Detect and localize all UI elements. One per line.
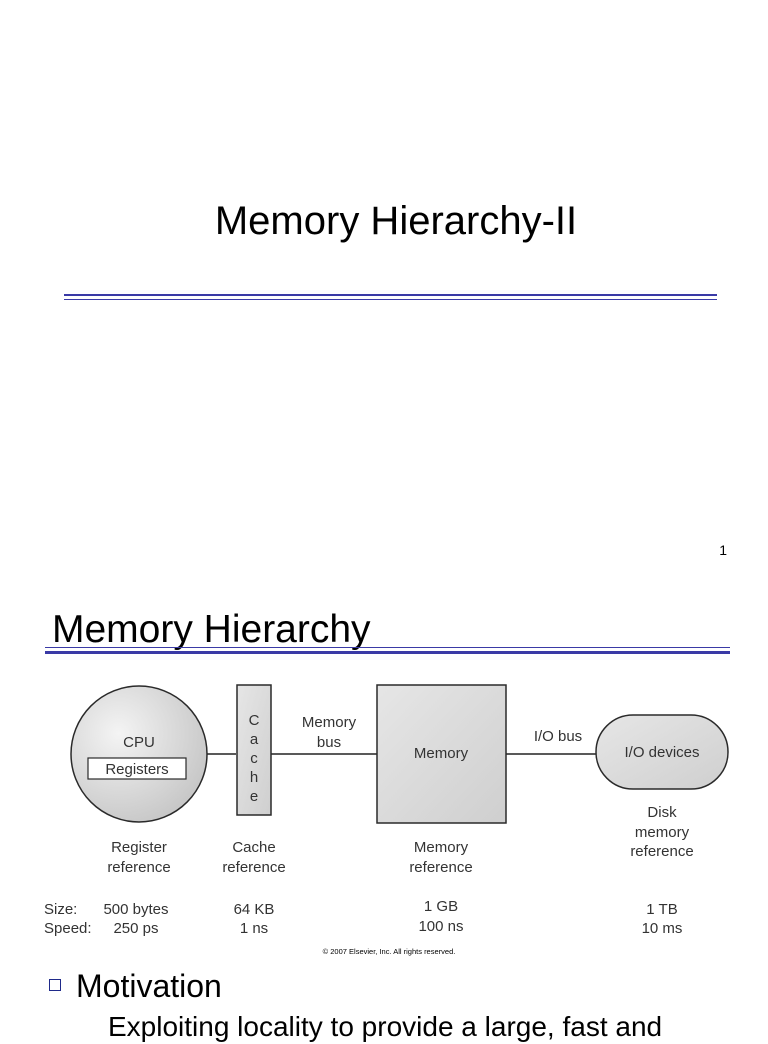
disk-reference-label: reference <box>630 843 693 860</box>
cache-letter: a <box>250 731 259 748</box>
page-number: 1 <box>719 542 727 558</box>
slide2-rule-thin <box>45 647 730 648</box>
speed-label: Speed: <box>44 920 92 937</box>
slide2-title: Memory Hierarchy <box>52 608 371 651</box>
cpu-circle <box>70 685 208 823</box>
cache-reference-label: reference <box>222 859 285 876</box>
slide2-rule-thick <box>45 651 730 654</box>
io-devices-box <box>595 714 729 790</box>
sub-bullet-text: Exploiting locality to provide a large, … <box>108 1011 663 1042</box>
memory-speed: 100 ns <box>418 918 463 935</box>
cache-speed: 1 ns <box>240 920 268 937</box>
registers-box <box>87 757 187 780</box>
title-rule-bottom <box>64 299 717 300</box>
memory-reference-label: reference <box>409 859 472 876</box>
cpu-label: CPU <box>123 734 155 751</box>
memory-bus-label: Memory <box>302 714 357 731</box>
memory-size: 1 GB <box>424 898 458 915</box>
disk-reference-label: memory <box>635 824 690 841</box>
bullet-square-icon <box>49 979 61 991</box>
copyright-note: © 2007 Elsevier, Inc. All rights reserve… <box>323 947 456 956</box>
memory-reference-label: Memory <box>414 839 469 856</box>
cache-letter: C <box>249 712 260 729</box>
bullet-motivation: Motivation <box>76 968 222 1004</box>
cache-letter: h <box>250 769 258 786</box>
memory-bus-label: bus <box>317 734 341 751</box>
slide1-title: Memory Hierarchy-II <box>214 199 578 243</box>
io-bus-label: I/O bus <box>534 728 582 745</box>
title-rule-top <box>64 294 717 296</box>
register-size: 500 bytes <box>103 901 168 918</box>
io-devices-label: I/O devices <box>624 744 699 761</box>
register-reference-label: Register <box>111 839 167 856</box>
cache-box <box>236 684 272 816</box>
register-speed: 250 ps <box>113 920 158 937</box>
memory-box <box>376 684 507 824</box>
disk-speed: 10 ms <box>642 920 683 937</box>
disk-reference-label: Disk <box>647 804 677 821</box>
registers-label: Registers <box>105 761 168 778</box>
cache-reference-label: Cache <box>232 839 275 856</box>
cache-letter: e <box>250 788 258 805</box>
disk-size: 1 TB <box>646 901 677 918</box>
cache-size: 64 KB <box>234 901 275 918</box>
register-reference-label: reference <box>107 859 170 876</box>
size-label: Size: <box>44 901 77 918</box>
memory-label: Memory <box>414 745 469 762</box>
cache-letter: c <box>250 750 258 767</box>
